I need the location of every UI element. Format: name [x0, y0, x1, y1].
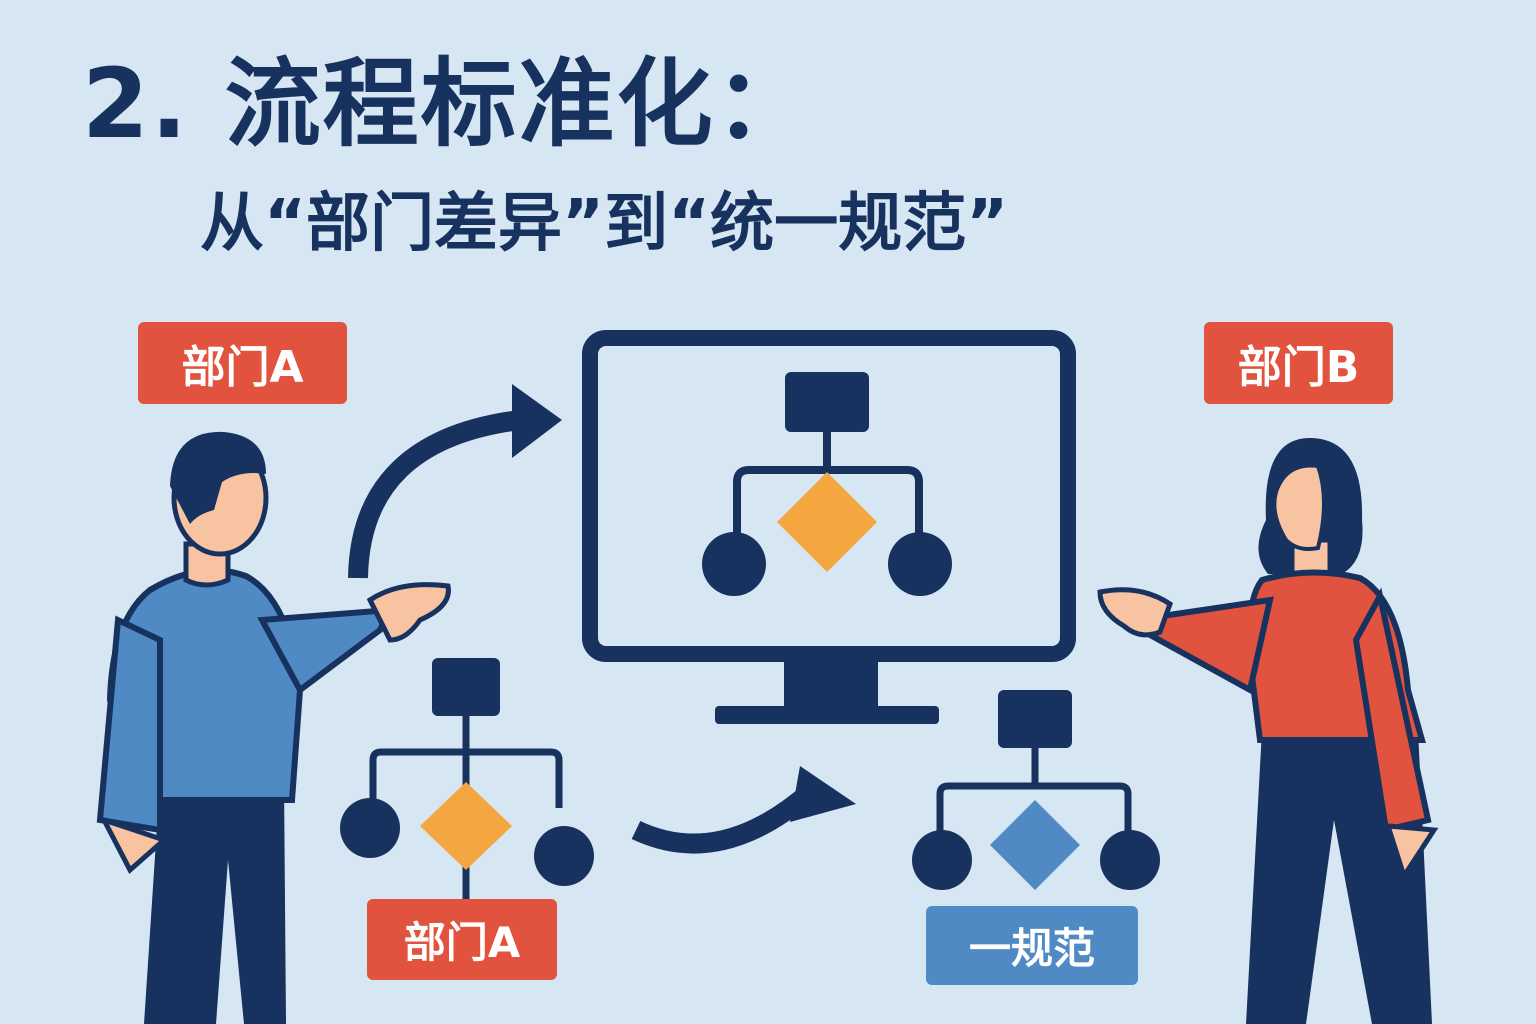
- department-a-tag: 部门A: [138, 322, 347, 404]
- unified-standard-tag: 一规范: [926, 906, 1138, 985]
- curved-arrow-icon-bottom: [631, 766, 856, 854]
- page-subtitle: 从“部门差异”到“统一规范”: [200, 187, 1009, 261]
- department-a-flow-tag: 部门A: [367, 899, 557, 980]
- page-title: 2. 流程标准化：: [82, 48, 813, 160]
- flowchart-dept-a-icon: [340, 658, 594, 900]
- department-b-tag: 部门B: [1204, 322, 1393, 404]
- curved-arrow-icon: [348, 384, 562, 579]
- monitor-icon: [582, 330, 1076, 724]
- man-figure: [96, 431, 451, 1024]
- monitor-flowchart-icon: [702, 372, 952, 596]
- flowchart-unified-icon: [912, 690, 1160, 890]
- woman-figure: [1097, 437, 1439, 1024]
